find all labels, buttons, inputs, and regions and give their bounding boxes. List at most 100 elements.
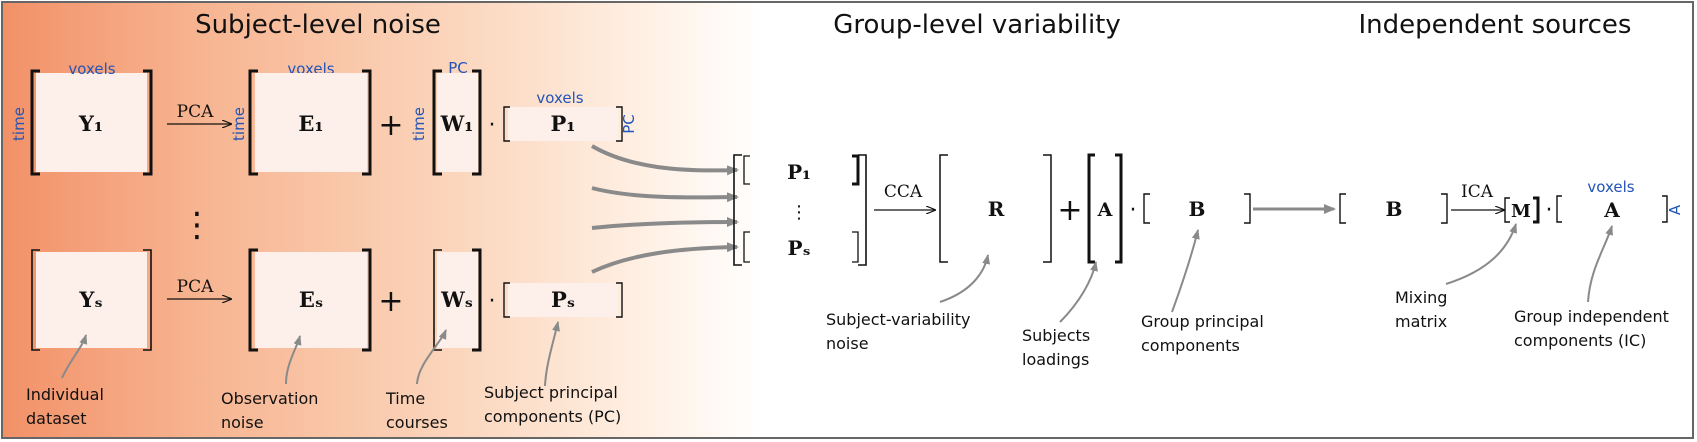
annotation-line: loadings [1022, 350, 1089, 369]
op-dot: · [489, 289, 496, 314]
matrix-label-ps: Pₛ [551, 287, 575, 312]
stacked-ellipsis: ⋮ [790, 202, 808, 223]
op-plus: + [1057, 193, 1082, 228]
annotation-subjects-loadings: Subjects loadings [1022, 326, 1090, 369]
matrix-label-p1: P₁ [551, 111, 576, 136]
annotation-subject-pc: Subject principal components (PC) [484, 383, 621, 426]
annotation-line: matrix [1395, 312, 1447, 331]
matrix-e1: E₁ [248, 69, 372, 176]
annotation-line: components [1141, 336, 1240, 355]
annotation-line: Individual [26, 385, 104, 404]
matrix-ws: Wₛ [433, 248, 482, 352]
annotation-line: components (PC) [484, 407, 621, 426]
annotation-observation-noise: Observation noise [221, 389, 318, 432]
op-dot: · [489, 113, 496, 138]
annotation-line: Time [385, 389, 425, 408]
matrix-stacked-p: P₁ ⋮ Pₛ [733, 154, 867, 266]
annotation-line: Mixing [1395, 288, 1447, 307]
op-pca-bottom: PCA [177, 277, 214, 297]
arrow-stack-mid1 [591, 186, 739, 203]
annotation-line: dataset [26, 409, 87, 428]
annotation-line: Group principal [1141, 312, 1264, 331]
matrix-label-w1: W₁ [440, 111, 474, 136]
dim-label-voxels: voxels [1587, 178, 1634, 196]
annotation-line: Group independent [1514, 307, 1669, 326]
matrix-ic: A [1556, 195, 1668, 223]
matrix-b-copy: B [1339, 193, 1448, 224]
matrix-y1: Y₁ [30, 69, 153, 176]
matrix-es: Eₛ [248, 248, 372, 352]
dim-label-voxels: voxels [68, 60, 115, 78]
annotation-group-ic: Group independent components (IC) [1514, 307, 1669, 350]
op-ica: ICA [1461, 182, 1494, 202]
annotation-time-courses: Time courses [385, 389, 448, 432]
op-pca-top: PCA [177, 102, 214, 122]
dim-label-time: time [410, 107, 428, 141]
annotation-individual-dataset: Individual dataset [26, 385, 104, 428]
matrix-label-ic: A [1603, 198, 1620, 222]
pointer-subjects-loadings [1059, 261, 1098, 323]
pointer-subject-pc [544, 321, 560, 387]
annotation-subject-variability: Subject-variability noise [826, 310, 971, 353]
matrix-label-es: Eₛ [299, 287, 323, 312]
annotation-line: noise [221, 413, 264, 432]
pointer-time-courses [416, 329, 447, 385]
matrix-b: B [1143, 193, 1251, 224]
matrix-label-y1: Y₁ [78, 111, 103, 136]
matrix-w1: W₁ [432, 69, 482, 176]
dim-label-time: time [10, 107, 28, 141]
annotation-mixing-matrix: Mixing matrix [1395, 288, 1447, 331]
matrix-label-p1-stacked: P₁ [787, 160, 811, 184]
matrix-label-ys: Yₛ [78, 287, 102, 312]
pointer-subject-variability [939, 254, 991, 303]
converging-arrows [590, 144, 739, 274]
annotation-line: courses [386, 413, 448, 432]
pointer-individual-dataset [61, 334, 88, 379]
annotation-pointers [61, 223, 1613, 387]
op-cca: CCA [884, 182, 923, 202]
heading-subject-level-noise: Subject-level noise [195, 10, 441, 40]
annotation-line: Subjects [1022, 326, 1090, 345]
op-dot: · [1130, 198, 1137, 223]
annotation-line: components (IC) [1514, 331, 1646, 350]
annotation-line: noise [826, 334, 869, 353]
pointer-group-ic [1587, 225, 1613, 303]
matrix-label-a: A [1097, 199, 1113, 221]
arrow-p1-to-stack [590, 144, 739, 176]
matrix-label-ws: Wₛ [440, 287, 473, 312]
matrix-label-m: M [1511, 201, 1531, 222]
annotation-line: Subject principal [484, 383, 618, 402]
pointer-mixing-matrix [1445, 223, 1517, 285]
dim-label-pc: PC [620, 114, 638, 134]
matrix-label-r: R [988, 197, 1005, 221]
matrix-label-e1: E₁ [298, 111, 323, 136]
arrow-stack-mid2 [591, 217, 739, 230]
matrix-a: A [1087, 153, 1123, 264]
op-plus: + [378, 284, 403, 319]
annotation-line: Subject-variability [826, 310, 971, 329]
dim-label-pc: PC [448, 59, 468, 77]
pointer-group-pc [1171, 229, 1200, 313]
heading-group-level-variability: Group-level variability [833, 10, 1121, 40]
matrix-ys: Yₛ [31, 249, 152, 351]
matrix-ps: Pₛ [503, 282, 623, 318]
matrix-label-b-copy: B [1386, 197, 1403, 221]
pointer-observation-noise [285, 335, 302, 385]
matrix-r: R [939, 154, 1052, 263]
annotation-group-pc: Group principal components [1141, 312, 1264, 355]
arrow-ps-to-stack [591, 242, 739, 274]
heading-independent-sources: Independent sources [1359, 10, 1632, 40]
dim-label-time: time [230, 107, 248, 141]
op-plus: + [378, 108, 403, 143]
matrix-label-ps-stacked: Pₛ [788, 236, 811, 260]
dim-label-voxels: voxels [536, 89, 583, 107]
vertical-ellipsis: ⋮ [180, 205, 214, 245]
matrix-p1: P₁ [503, 106, 623, 142]
op-dot: · [1546, 198, 1553, 223]
dim-label-ic: A [1666, 204, 1684, 215]
annotation-line: Observation [221, 389, 318, 408]
matrix-m: M [1504, 196, 1540, 224]
matrix-label-b: B [1189, 197, 1206, 221]
